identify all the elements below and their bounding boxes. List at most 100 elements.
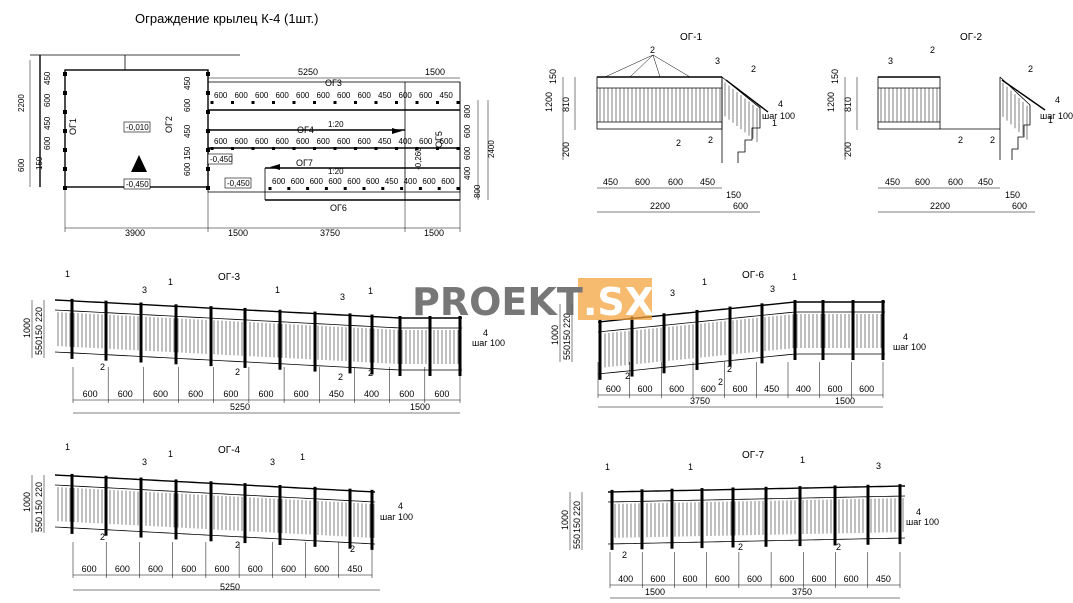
svg-text:1: 1 xyxy=(168,277,173,287)
svg-text:4: 4 xyxy=(1055,95,1060,105)
svg-text:1: 1 xyxy=(368,286,373,296)
svg-text:.SX: .SX xyxy=(583,280,654,324)
svg-text:150: 150 xyxy=(562,330,572,345)
svg-text:810: 810 xyxy=(843,97,853,112)
plan-bottom-dim: 3900 xyxy=(125,228,145,238)
plan-post xyxy=(292,101,296,104)
drawing-title: Ограждение крылец К-4 (1шт.) xyxy=(135,11,318,26)
elev-dim: 600 xyxy=(223,389,238,399)
plan-dim: 600 xyxy=(214,137,228,146)
svg-text:2: 2 xyxy=(930,45,935,55)
plan-post xyxy=(63,91,67,95)
plan-post xyxy=(231,147,234,150)
svg-text:2: 2 xyxy=(100,362,105,372)
fence-post xyxy=(670,488,674,549)
plan-dim: 600 xyxy=(214,91,228,100)
svg-text:3: 3 xyxy=(888,56,893,66)
plan-post xyxy=(63,110,67,114)
plan-left-dim: 600 xyxy=(17,158,26,172)
plan-post xyxy=(306,187,310,190)
elev-dim: 600 xyxy=(188,389,203,399)
svg-text:550: 550 xyxy=(562,345,572,360)
plan-dim-5250: 5250 xyxy=(298,67,318,77)
svg-text:150: 150 xyxy=(572,518,582,533)
plan-dim: 600 xyxy=(422,177,436,186)
elev-dim: 600 xyxy=(82,564,97,574)
plan-post xyxy=(354,101,357,104)
elev-dim: 450 xyxy=(329,389,344,399)
svg-text:1: 1 xyxy=(772,118,777,128)
plan-dim-1500: 1500 xyxy=(425,67,445,77)
og7-title: ОГ-7 xyxy=(742,450,765,461)
fence-post xyxy=(731,487,735,548)
fence-post xyxy=(398,316,402,376)
plan-post xyxy=(210,147,214,150)
plan-dim: 600 xyxy=(255,91,269,100)
fence-post xyxy=(313,486,317,547)
fence-post xyxy=(866,484,870,545)
svg-text:4: 4 xyxy=(903,332,908,342)
svg-text:220: 220 xyxy=(34,482,44,497)
plan-bottom-dim: 1500 xyxy=(228,228,248,238)
plan-right-dim: 600 xyxy=(463,146,472,160)
plan-dim: 450 xyxy=(440,91,454,100)
fence-post xyxy=(610,489,614,550)
elev-dim: 450 xyxy=(876,574,891,584)
svg-text:2: 2 xyxy=(368,368,373,378)
bottom-rail xyxy=(597,353,885,375)
svg-text:3: 3 xyxy=(670,288,675,298)
plan-bottom-dim: 1500 xyxy=(424,228,444,238)
fence-post xyxy=(662,313,666,374)
plan-post xyxy=(395,147,398,150)
plan-post xyxy=(333,147,337,150)
svg-text:2: 2 xyxy=(625,371,630,381)
elev-dim: 600 xyxy=(148,564,163,574)
plan-dim: 400 xyxy=(399,137,413,146)
svg-text:шаг 100: шаг 100 xyxy=(906,517,939,527)
label-og1: ОГ1 xyxy=(68,118,78,135)
plan-left-dim: 450 xyxy=(43,116,52,130)
level-4: -0,450 xyxy=(227,179,250,188)
svg-text:1500: 1500 xyxy=(835,396,855,406)
elev-dim: 600 xyxy=(828,384,843,394)
plan-post xyxy=(272,147,275,150)
bottom-rail xyxy=(54,351,462,371)
label-og7: ОГ7 xyxy=(296,158,313,168)
plan-dim: 600 xyxy=(272,177,286,186)
label-og6: ОГ6 xyxy=(330,203,347,213)
svg-text:4: 4 xyxy=(778,99,783,109)
svg-text:2: 2 xyxy=(718,377,723,387)
plan-dim: 600 xyxy=(419,137,433,146)
svg-text:200: 200 xyxy=(561,142,571,157)
label-og3: ОГ3 xyxy=(325,78,342,88)
svg-text:шаг 100: шаг 100 xyxy=(472,338,505,348)
plan-dim: 600 xyxy=(337,91,351,100)
elev-dim: 600 xyxy=(683,574,698,584)
plan-post xyxy=(292,147,296,150)
svg-text:PROEKT: PROEKT xyxy=(412,280,583,324)
fence-post xyxy=(881,300,885,360)
plan-dim: 450 xyxy=(385,177,399,186)
svg-text:шаг 100: шаг 100 xyxy=(762,111,795,121)
svg-text:3: 3 xyxy=(270,457,275,467)
plan-dim: 600 xyxy=(255,137,269,146)
svg-text:1: 1 xyxy=(605,462,610,472)
fence-post xyxy=(139,477,143,538)
svg-text:2: 2 xyxy=(836,542,841,552)
elev-dim: 450 xyxy=(347,564,362,574)
level-5: -0,260 xyxy=(414,147,423,170)
svg-text:2: 2 xyxy=(990,135,995,145)
plan-dim: 600 xyxy=(235,137,249,146)
fence-post xyxy=(243,307,247,368)
svg-text:2: 2 xyxy=(235,540,240,550)
svg-text:150: 150 xyxy=(548,69,558,84)
slope-1: 1:20 xyxy=(328,120,344,129)
og7-fence xyxy=(607,484,906,550)
plan-post xyxy=(437,187,441,190)
svg-text:450: 450 xyxy=(885,177,900,187)
svg-text:шаг 100: шаг 100 xyxy=(893,342,926,352)
watermark: PROEKT .SX xyxy=(412,278,654,324)
